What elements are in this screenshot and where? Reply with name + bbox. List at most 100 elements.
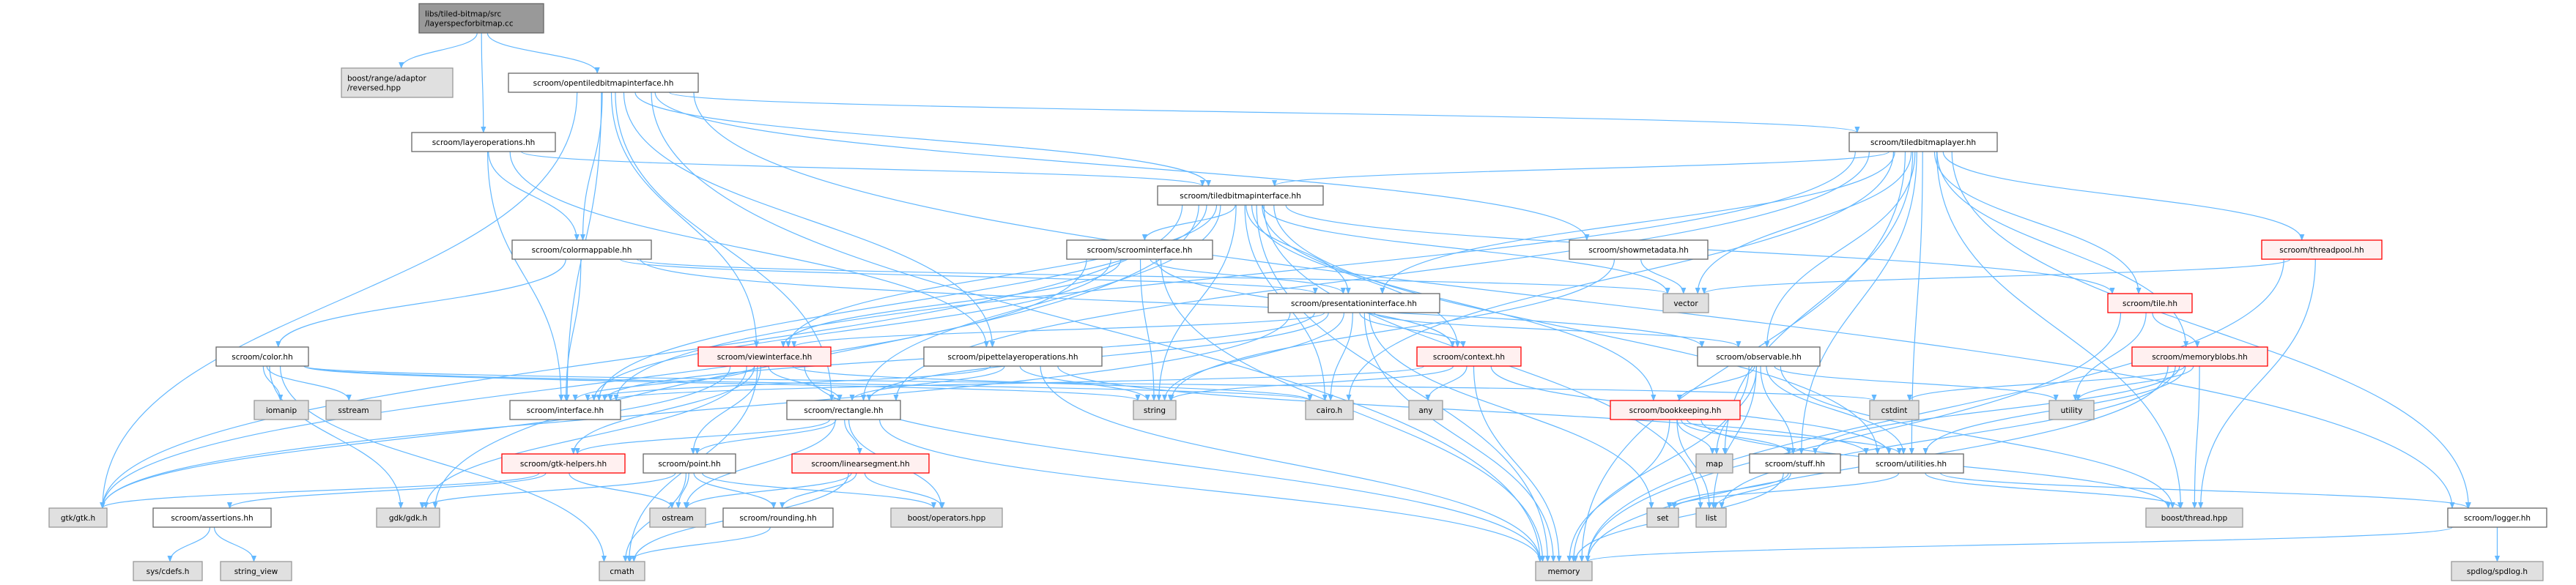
node-box: [1569, 239, 1709, 260]
edge-opentiled-to-tbi: [634, 92, 1212, 187]
node-tbl[interactable]: scroom/tiledbitmaplayer.hh: [1848, 132, 1998, 152]
node-stuff[interactable]: scroom/stuff.hh: [1749, 453, 1841, 474]
node-scroominterface[interactable]: scroom/scroominterface.hh: [1066, 239, 1213, 260]
node-point[interactable]: scroom/point.hh: [643, 453, 736, 474]
edge-assertions-to-syscdefs: [167, 526, 211, 562]
node-gdk[interactable]: gdk/gdk.h: [376, 507, 440, 528]
node-label: boost/thread.hpp: [2161, 514, 2228, 523]
node-list[interactable]: list: [1695, 507, 1727, 528]
edge-threadpool-to-memory: [1585, 258, 2284, 562]
node-cstdint[interactable]: cstdint: [1869, 400, 1920, 420]
node-pipette[interactable]: scroom/pipettelayeroperations.hh: [923, 346, 1103, 367]
node-box: [1646, 507, 1679, 528]
node-colormappable[interactable]: scroom/colormappable.hh: [511, 239, 652, 260]
node-viewinterface[interactable]: scroom/viewinterface.hh: [697, 346, 832, 367]
edge-layerops-to-pipette: [509, 151, 989, 348]
edge-tile-to-memoryblobs: [2152, 312, 2200, 348]
node-label: /layerspecforbitmap.cc: [425, 20, 514, 29]
node-syscdefs[interactable]: sys/cdefs.h: [133, 561, 203, 581]
node-box: [1066, 239, 1213, 260]
edge-bookkeeping-to-map: [1676, 419, 1715, 455]
node-any[interactable]: any: [1408, 400, 1443, 420]
node-memory[interactable]: memory: [1535, 561, 1593, 581]
node-set[interactable]: set: [1646, 507, 1679, 528]
node-vector[interactable]: vector: [1662, 293, 1709, 313]
edge-opentiled-to-gtk: [100, 92, 578, 509]
node-gtkhelpers[interactable]: scroom/gtk-helpers.hh: [501, 453, 626, 474]
node-stringview[interactable]: string_view: [220, 561, 292, 581]
node-label: scroom/rounding.hh: [739, 514, 816, 523]
node-label: cmath: [610, 567, 634, 576]
edge-tbl-to-tile: [1933, 151, 2142, 294]
node-presentation[interactable]: scroom/presentationinterface.hh: [1267, 293, 1440, 313]
node-interface[interactable]: scroom/interface.hh: [509, 400, 621, 420]
node-string[interactable]: string: [1133, 400, 1177, 420]
edge-root-to-reversed: [399, 32, 478, 69]
node-map[interactable]: map: [1695, 453, 1733, 474]
node-boostthread[interactable]: boost/thread.hpp: [2145, 507, 2243, 528]
node-showmeta[interactable]: scroom/showmetadata.hh: [1569, 239, 1709, 260]
node-rectangle[interactable]: scroom/rectangle.hh: [786, 400, 901, 420]
edge-stuff-to-list: [1712, 472, 1791, 509]
edge-pipette-to-memory: [1040, 365, 1543, 562]
node-tile[interactable]: scroom/tile.hh: [2107, 293, 2193, 313]
edge-pipette-to-rectangle: [849, 365, 1005, 401]
node-rounding[interactable]: scroom/rounding.hh: [722, 507, 834, 528]
node-label: scroom/threadpool.hh: [2279, 246, 2364, 255]
node-box: [1848, 132, 1998, 152]
node-boostops[interactable]: boost/operators.hpp: [890, 507, 1003, 528]
edge-presentation-to-observable: [1374, 312, 1742, 348]
node-memoryblobs[interactable]: scroom/memoryblobs.hh: [2131, 346, 2268, 367]
node-label: scroom/showmetadata.hh: [1588, 246, 1689, 255]
edge-linearsegment-to-boostops: [864, 472, 945, 509]
node-bookkeeping[interactable]: scroom/bookkeeping.hh: [1610, 400, 1741, 420]
node-opentiled[interactable]: scroom/opentiledbitmapinterface.hh: [508, 72, 699, 93]
node-spdlog[interactable]: spdlog/spdlog.h: [2451, 561, 2544, 581]
node-ostream[interactable]: ostream: [649, 507, 706, 528]
node-utilities[interactable]: scroom/utilities.hh: [1858, 453, 1964, 474]
node-logger[interactable]: scroom/logger.hh: [2447, 507, 2547, 528]
node-box: [48, 507, 108, 528]
node-box: [791, 453, 930, 474]
node-assertions[interactable]: scroom/assertions.hh: [152, 507, 272, 528]
node-iomanip[interactable]: iomanip: [253, 400, 309, 420]
node-reversed[interactable]: boost/range/adaptor/reversed.hpp: [341, 67, 454, 98]
node-gtk[interactable]: gtk/gtk.h: [48, 507, 108, 528]
edge-tbi-to-string: [1156, 204, 1237, 401]
node-box: [697, 346, 832, 367]
node-linearsegment[interactable]: scroom/linearsegment.hh: [791, 453, 930, 474]
node-label: string: [1144, 406, 1166, 415]
edge-context-to-string: [1167, 365, 1454, 401]
node-label: boost/operators.hpp: [908, 514, 986, 523]
node-box: [1695, 453, 1733, 474]
node-context[interactable]: scroom/context.hh: [1416, 346, 1522, 367]
node-color[interactable]: scroom/color.hh: [215, 346, 309, 367]
node-tbi[interactable]: scroom/tiledbitmapinterface.hh: [1157, 185, 1324, 206]
node-box: [2447, 507, 2547, 528]
node-box: [2131, 346, 2268, 367]
node-observable[interactable]: scroom/observable.hh: [1697, 346, 1821, 367]
node-box: [509, 400, 621, 420]
node-box: [501, 453, 626, 474]
node-label: /reversed.hpp: [347, 84, 401, 93]
node-box: [890, 507, 1003, 528]
node-box: [599, 561, 645, 581]
node-box: [411, 132, 556, 152]
node-layerops[interactable]: scroom/layeroperations.hh: [411, 132, 556, 152]
edge-point-to-rounding: [693, 472, 777, 509]
edge-tbi-to-scroominterface: [1141, 204, 1236, 241]
edge-linearsegment-to-ostream: [684, 472, 852, 509]
edge-layerops-to-interface: [486, 151, 564, 401]
node-cmath[interactable]: cmath: [599, 561, 645, 581]
node-sstream[interactable]: sstream: [325, 400, 382, 420]
node-root[interactable]: libs/tiled-bitmap/src/layerspecforbitmap…: [418, 3, 544, 34]
node-cairo[interactable]: cairo.h: [1305, 400, 1354, 420]
node-utility[interactable]: utility: [2048, 400, 2095, 420]
node-threadpool[interactable]: scroom/threadpool.hh: [2261, 239, 2383, 260]
edge-root-to-layerops: [481, 32, 486, 133]
node-label: string_view: [234, 567, 278, 576]
edge-observable-to-stuff: [1760, 365, 1796, 455]
node-label: ostream: [662, 514, 693, 523]
edge-rectangle-to-point: [694, 419, 837, 455]
